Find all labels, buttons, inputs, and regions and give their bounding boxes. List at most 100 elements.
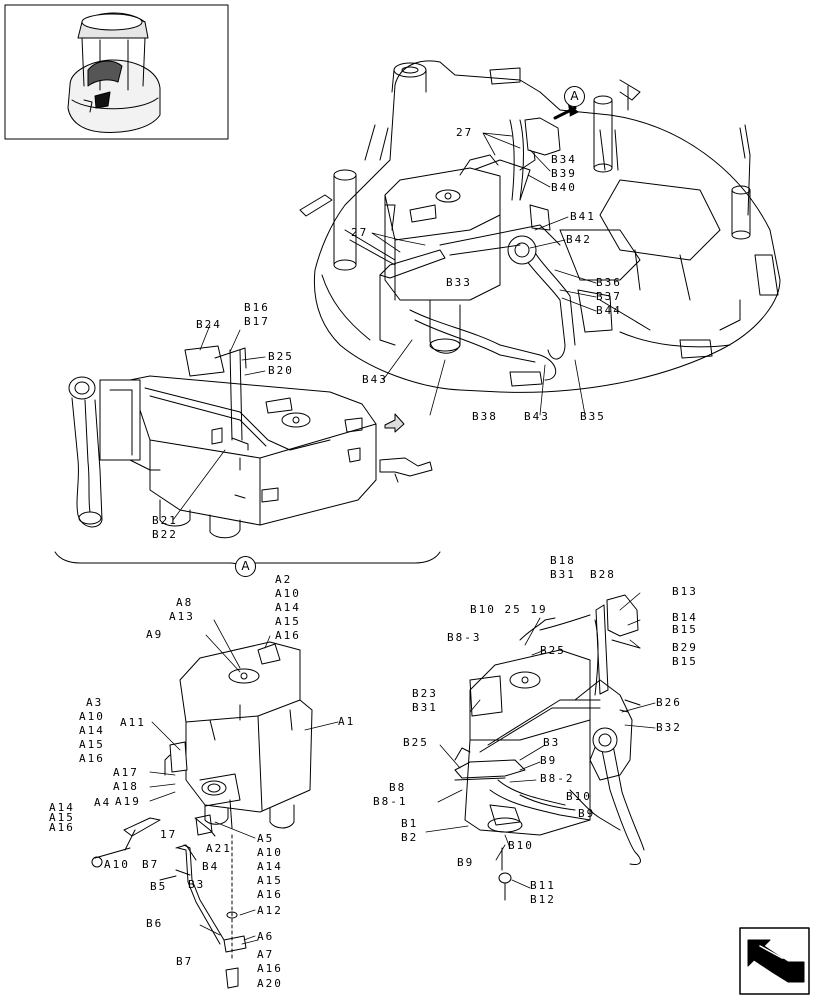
- label-a7: A7: [257, 948, 275, 961]
- label-b38: B38: [472, 410, 498, 423]
- fuel-tank-exploded: [91, 641, 313, 989]
- label-b1: B1: [401, 817, 419, 830]
- detail-a-callout-top: A: [564, 86, 585, 107]
- label-a10: A10: [257, 846, 283, 859]
- label-b11: B11: [530, 879, 556, 892]
- label-b31: B31: [412, 701, 438, 714]
- label-b28: B28: [590, 568, 616, 581]
- label-b25: B25: [403, 736, 429, 749]
- label-27: 27: [456, 126, 474, 139]
- label-b25: B25: [268, 350, 294, 363]
- label-17: 17: [160, 828, 178, 841]
- label-b34: B34: [551, 153, 577, 166]
- label-a11: A11: [120, 716, 146, 729]
- label-b9: B9: [540, 754, 558, 767]
- label-a12: A12: [257, 904, 283, 917]
- label-b18: B18: [550, 554, 576, 567]
- label-b43: B43: [362, 373, 388, 386]
- label-b33: B33: [446, 276, 472, 289]
- label-b37: B37: [596, 290, 622, 303]
- label-b15: B15: [672, 623, 698, 636]
- label-b35: B35: [580, 410, 606, 423]
- upper-frame: [299, 60, 781, 393]
- label-b29: B29: [672, 641, 698, 654]
- piping-assembly: [454, 594, 645, 901]
- label-b9: B9: [457, 856, 475, 869]
- label-b6: B6: [146, 917, 164, 930]
- label-a15: A15: [257, 874, 283, 887]
- label-27: 27: [351, 226, 369, 239]
- label-b42: B42: [566, 233, 592, 246]
- label-a16: A16: [257, 888, 283, 901]
- label-a6: A6: [257, 930, 275, 943]
- tank-detail-a: [68, 345, 433, 539]
- label-a14: A14: [49, 801, 75, 814]
- label-b31: B31: [550, 568, 576, 581]
- label-b2: B2: [401, 831, 419, 844]
- label-a19: A19: [115, 795, 141, 808]
- label-b10-25-19: B10 25 19: [470, 603, 548, 616]
- label-b15: B15: [672, 655, 698, 668]
- label-b7: B7: [142, 858, 160, 871]
- label-a8: A8: [176, 596, 194, 609]
- label-b9: B9: [578, 807, 596, 820]
- label-b21: B21: [152, 514, 178, 527]
- label-b24: B24: [196, 318, 222, 331]
- label-a16: A16: [79, 752, 105, 765]
- label-a20: A20: [257, 977, 283, 990]
- label-a21: A21: [206, 842, 232, 855]
- label-a4: A4: [94, 796, 112, 809]
- label-a14: A14: [79, 724, 105, 737]
- label-b39: B39: [551, 167, 577, 180]
- label-a10: A10: [79, 710, 105, 723]
- label-b4: B4: [202, 860, 220, 873]
- label-a14: A14: [275, 601, 301, 614]
- label-a16: A16: [275, 629, 301, 642]
- label-a16: A16: [257, 962, 283, 975]
- label-b12: B12: [530, 893, 556, 906]
- label-a13: A13: [169, 610, 195, 623]
- label-b5: B5: [150, 880, 168, 893]
- navigation-arrow-icon: [739, 927, 810, 995]
- label-a5: A5: [257, 832, 275, 845]
- label-a15: A15: [79, 738, 105, 751]
- label-b3: B3: [188, 878, 206, 891]
- label-b22: B22: [152, 528, 178, 541]
- label-b43: B43: [524, 410, 550, 423]
- label-b41: B41: [570, 210, 596, 223]
- label-b36: B36: [596, 276, 622, 289]
- label-b25: B25: [540, 644, 566, 657]
- label-b8: B8: [389, 781, 407, 794]
- label-b10: B10: [566, 790, 592, 803]
- detail-a-callout-bottom: A: [235, 556, 256, 577]
- label-b7: B7: [176, 955, 194, 968]
- label-a16: A16: [49, 821, 75, 834]
- label-a15: A15: [49, 811, 75, 824]
- label-b26: B26: [656, 696, 682, 709]
- label-a14: A14: [257, 860, 283, 873]
- label-b8-3: B8-3: [447, 631, 482, 644]
- label-b8-1: B8-1: [373, 795, 408, 808]
- label-b10: B10: [508, 839, 534, 852]
- label-a2: A2: [275, 573, 293, 586]
- machine-thumbnail: [4, 4, 229, 140]
- label-a18: A18: [113, 780, 139, 793]
- label-b3: B3: [543, 736, 561, 749]
- label-b44: B44: [596, 304, 622, 317]
- label-b16: B16: [244, 301, 270, 314]
- label-b40: B40: [551, 181, 577, 194]
- label-a3: A3: [86, 696, 104, 709]
- label-a15: A15: [275, 615, 301, 628]
- label-a10: A10: [104, 858, 130, 871]
- label-a1: A1: [338, 715, 356, 728]
- label-b14: B14: [672, 611, 698, 624]
- label-b8-2: B8-2: [540, 772, 575, 785]
- label-a17: A17: [113, 766, 139, 779]
- label-b32: B32: [656, 721, 682, 734]
- label-b13: B13: [672, 585, 698, 598]
- leader-lines: [149, 132, 656, 945]
- label-b20: B20: [268, 364, 294, 377]
- label-a9: A9: [146, 628, 164, 641]
